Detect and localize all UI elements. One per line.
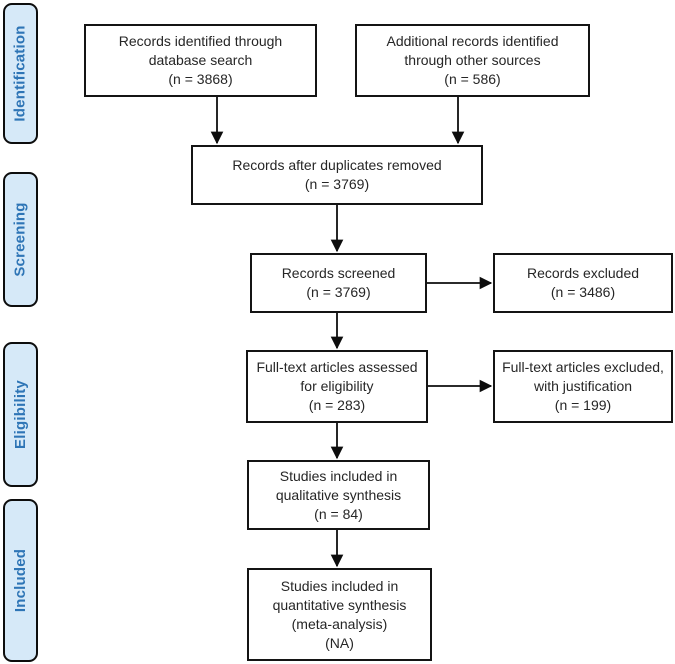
box-quantitative-synthesis: Studies included in quantitative synthes…: [247, 568, 432, 661]
box-count: (n = 3868): [168, 71, 233, 87]
box-count: (n = 3769): [304, 176, 370, 192]
box-count: (n = 3486): [550, 284, 616, 300]
box-text-line: Records after duplicates removed: [232, 157, 442, 173]
box-text-line: database search: [148, 52, 253, 68]
box-count: (n = 283): [308, 397, 366, 413]
box-text-line: Full-text articles excluded,: [502, 359, 664, 375]
box-fulltext-assessed: Full-text articles assessed for eligibil…: [246, 350, 428, 423]
stage-label-eligibility-text: Eligibility: [12, 380, 29, 449]
stage-label-identification-text: Identification: [12, 25, 30, 122]
box-fulltext-excluded: Full-text articles excluded, with justif…: [493, 350, 673, 423]
box-text-line: for eligibility: [300, 378, 374, 394]
box-text-line: Records excluded: [526, 265, 640, 281]
box-records-screened: Records screened (n = 3769): [250, 253, 427, 313]
box-text-line: Studies included in: [279, 467, 398, 484]
stage-label-included: Included: [3, 499, 38, 662]
box-qualitative-synthesis: Studies included in qualitative synthesi…: [247, 460, 430, 530]
box-text-line: qualitative synthesis: [275, 486, 402, 503]
box-text-line: (meta-analysis): [291, 615, 388, 632]
box-count: (n = 586): [444, 71, 501, 87]
box-records-excluded: Records excluded (n = 3486): [493, 253, 673, 313]
box-text-line: Additional records identified: [386, 33, 559, 49]
box-text-line: quantitative synthesis: [272, 596, 407, 613]
box-count: (NA): [325, 634, 354, 651]
stage-label-eligibility: Eligibility: [3, 342, 38, 487]
stage-label-screening-text: Screening: [12, 202, 30, 277]
box-count: (n = 3769): [306, 284, 371, 300]
box-records-identified: Records identified through database sear…: [84, 24, 317, 97]
box-text-line: Records identified through: [118, 33, 283, 49]
box-text-line: Records screened: [281, 265, 396, 281]
box-records-after-duplicates-removed: Records after duplicates removed (n = 37…: [191, 145, 483, 205]
stage-label-included-text: Included: [12, 548, 29, 613]
box-count: (n = 84): [314, 505, 363, 522]
box-additional-records: Additional records identified through ot…: [355, 24, 590, 97]
stage-label-screening: Screening: [3, 172, 38, 307]
box-text-line: Studies included in: [280, 577, 399, 594]
box-text-line: Full-text articles assessed: [256, 359, 418, 375]
box-text-line: with justification: [533, 378, 633, 394]
box-text-line: through other sources: [404, 52, 541, 68]
stage-label-identification: Identification: [3, 3, 38, 144]
box-count: (n = 199): [554, 397, 612, 413]
